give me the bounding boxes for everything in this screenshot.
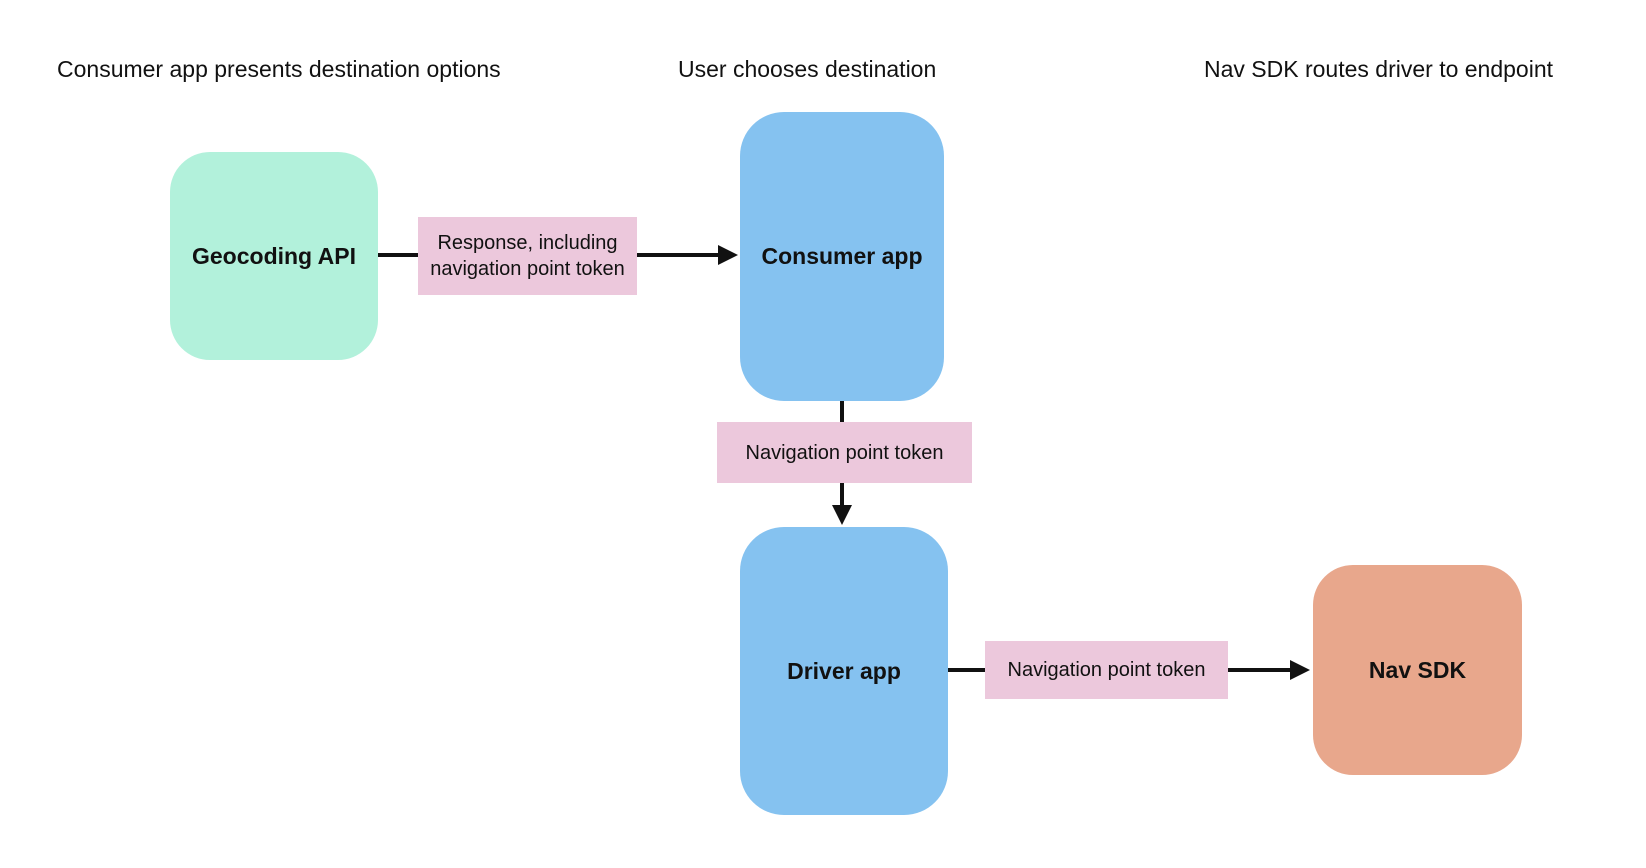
connector-line <box>948 668 985 672</box>
arrowhead-right-icon <box>1290 660 1310 680</box>
connector-line <box>637 253 718 257</box>
step-header-user-chooses: User chooses destination <box>678 56 937 82</box>
arrowhead-down-icon <box>832 505 852 525</box>
node-consumer-app: Consumer app <box>740 112 944 401</box>
connector-line <box>840 401 844 422</box>
node-label: Nav SDK <box>1368 656 1467 683</box>
connector-line <box>1228 668 1290 672</box>
edge-label-token-driver-to-navsdk: Navigation point token <box>985 641 1228 699</box>
connector-line <box>378 253 418 257</box>
edge-label-token-consumer-to-driver: Navigation point token <box>717 422 972 483</box>
step-header-consumer-presents: Consumer app presents destination option… <box>57 56 501 82</box>
arrowhead-right-icon <box>718 245 738 265</box>
node-nav-sdk: Nav SDK <box>1313 565 1522 775</box>
edge-label-response-token: Response, including navigation point tok… <box>418 217 637 295</box>
connector-line <box>840 483 844 507</box>
node-label: Driver app <box>787 657 901 684</box>
node-geocoding-api: Geocoding API <box>170 152 378 360</box>
node-driver-app: Driver app <box>740 527 948 815</box>
node-label: Geocoding API <box>192 242 356 269</box>
step-header-nav-sdk-routes: Nav SDK routes driver to endpoint <box>1204 56 1554 82</box>
node-label: Consumer app <box>761 243 923 269</box>
